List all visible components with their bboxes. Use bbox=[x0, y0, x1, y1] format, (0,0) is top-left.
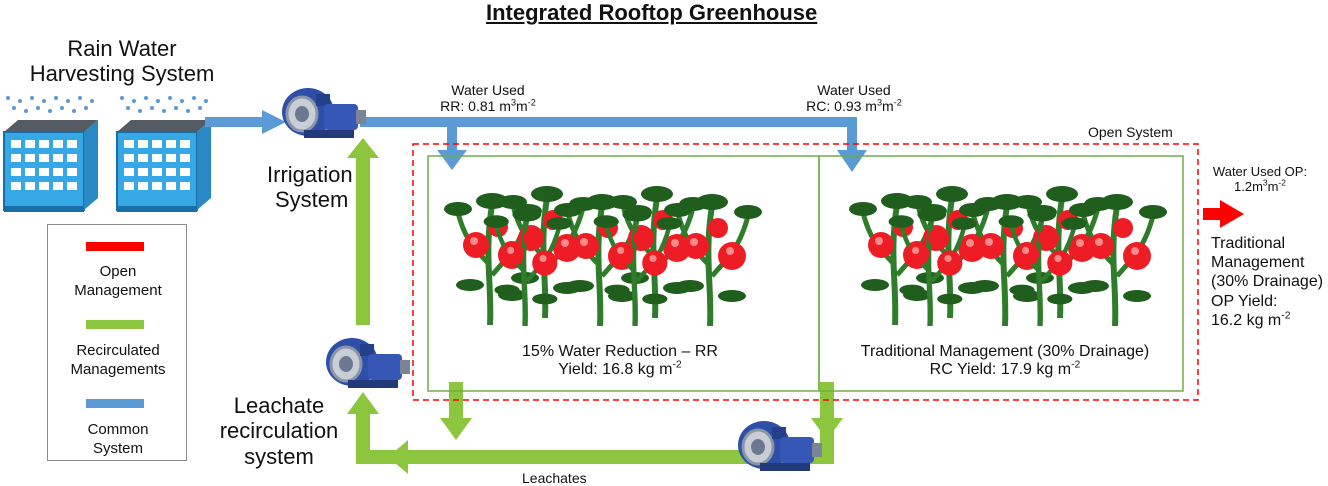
water-used-rc-prefix: RC: 0.93 m bbox=[806, 98, 877, 115]
rr-yield-sup: -2 bbox=[672, 360, 682, 372]
leachates-pump-icon bbox=[736, 419, 824, 473]
rr-section-yield: Yield: 16.8 kg m-2 bbox=[470, 360, 770, 379]
op-line2: Management bbox=[1211, 254, 1305, 272]
diagram-title: Integrated Rooftop Greenhouse bbox=[486, 0, 818, 25]
legend-common-label: Common System bbox=[48, 421, 188, 459]
leachate-label: Leachate recirculation system bbox=[214, 393, 344, 469]
rc-yield-sup: -2 bbox=[1071, 360, 1081, 372]
leachate-label-line3: system bbox=[244, 443, 314, 469]
rc-section-title: Traditional Management (30% Drainage) bbox=[860, 343, 1150, 360]
water-used-rr-sup1: 3 bbox=[510, 97, 517, 108]
leachate-pump-icon bbox=[324, 336, 412, 390]
water-used-rc-sup1: 3 bbox=[876, 97, 883, 108]
legend-open-line1: Open bbox=[99, 263, 137, 280]
legend-open-line2: Management bbox=[74, 281, 162, 299]
building-left bbox=[3, 119, 99, 213]
op-line4: OP Yield: bbox=[1211, 292, 1278, 310]
rc-compartment bbox=[818, 155, 1184, 392]
recirculation-pipes bbox=[347, 138, 843, 474]
leachate-label-line2: recirculation bbox=[219, 418, 339, 444]
legend-open-label: Open Management bbox=[48, 263, 188, 301]
water-used-rc-mid: m bbox=[882, 98, 894, 115]
op-line3: (30% Drainage) bbox=[1211, 273, 1324, 291]
op-yield-prefix: 16.2 kg m bbox=[1211, 311, 1282, 329]
water-used-rr-title: Water Used bbox=[451, 82, 525, 98]
water-used-op-title: Water Used OP: bbox=[1212, 164, 1308, 179]
rain-water-label: Rain Water Harvesting System bbox=[22, 36, 222, 87]
irrigation-label: Irrigation System bbox=[267, 162, 353, 213]
legend-recirculated-label: Recirculated Managements bbox=[48, 342, 188, 380]
rc-section-yield: RC Yield: 17.9 kg m-2 bbox=[840, 360, 1170, 379]
water-used-rr-sup2: -2 bbox=[527, 97, 536, 108]
legend-common-line1: Common bbox=[87, 421, 149, 438]
rain-drops bbox=[6, 96, 208, 113]
legend-recirculated-line2: Managements bbox=[70, 360, 166, 378]
rain-water-label-line2: Harvesting System bbox=[29, 61, 215, 87]
water-used-op-sup1: 3 bbox=[1262, 177, 1268, 188]
rc-section-label: Traditional Management (30% Drainage) RC… bbox=[840, 343, 1170, 380]
water-used-rc-sup2: -2 bbox=[893, 97, 902, 108]
op-section-label: Traditional Management (30% Drainage) OP… bbox=[1211, 234, 1323, 330]
building-right bbox=[116, 119, 212, 213]
rr-section-title: 15% Water Reduction – RR bbox=[522, 343, 718, 360]
open-system-border bbox=[412, 143, 1199, 401]
tomato-plants-rc-icon bbox=[849, 186, 1167, 326]
water-used-op-mid: m bbox=[1267, 178, 1279, 194]
leachates-label: Leachates bbox=[522, 470, 587, 486]
legend: Open Management Recirculated Managements… bbox=[47, 224, 187, 461]
legend-open-swatch bbox=[86, 242, 144, 251]
op-yield-sup: -2 bbox=[1281, 310, 1291, 322]
op-line1: Traditional bbox=[1211, 235, 1286, 252]
legend-recirculated-swatch bbox=[86, 320, 144, 329]
legend-common-line2: System bbox=[92, 439, 143, 457]
rr-yield-prefix: Yield: 16.8 kg m bbox=[558, 361, 673, 379]
rr-section-label: 15% Water Reduction – RR Yield: 16.8 kg … bbox=[470, 343, 770, 380]
rc-yield-prefix: RC Yield: 17.9 kg m bbox=[929, 361, 1072, 379]
legend-recirculated-line1: Recirculated bbox=[76, 342, 160, 359]
tomato-plants-rr-icon bbox=[444, 186, 762, 326]
open-drainage-arrow-icon bbox=[1203, 200, 1244, 228]
water-used-rr-prefix: RR: 0.81 m bbox=[440, 98, 511, 115]
water-used-op-value: 1.2m3m-2 bbox=[1200, 177, 1320, 195]
water-used-rr-label: Water Used RR: 0.81 m3m-2 bbox=[428, 82, 548, 114]
water-used-op-label: Water Used OP: 1.2m3m-2 bbox=[1200, 164, 1320, 195]
water-used-rr-mid: m bbox=[516, 98, 528, 115]
water-used-rr-value: RR: 0.81 m3m-2 bbox=[428, 98, 548, 114]
irrigation-label-line1: Irrigation bbox=[267, 162, 353, 187]
water-used-op-sup2: -2 bbox=[1278, 177, 1286, 188]
water-used-rc-value: RC: 0.93 m3m-2 bbox=[794, 98, 914, 114]
irrigation-label-line2: System bbox=[275, 187, 349, 213]
rain-water-label-line1: Rain Water bbox=[67, 36, 177, 61]
irrigation-pump-icon bbox=[280, 86, 368, 140]
leachate-label-line1: Leachate bbox=[233, 393, 325, 418]
op-yield: 16.2 kg m-2 bbox=[1211, 311, 1323, 330]
water-used-rc-title: Water Used bbox=[817, 82, 891, 98]
legend-common-swatch bbox=[86, 399, 144, 408]
water-used-op-prefix: 1.2m bbox=[1234, 178, 1263, 194]
open-system-label: Open System bbox=[1088, 124, 1173, 140]
water-used-rc-label: Water Used RC: 0.93 m3m-2 bbox=[794, 82, 914, 114]
